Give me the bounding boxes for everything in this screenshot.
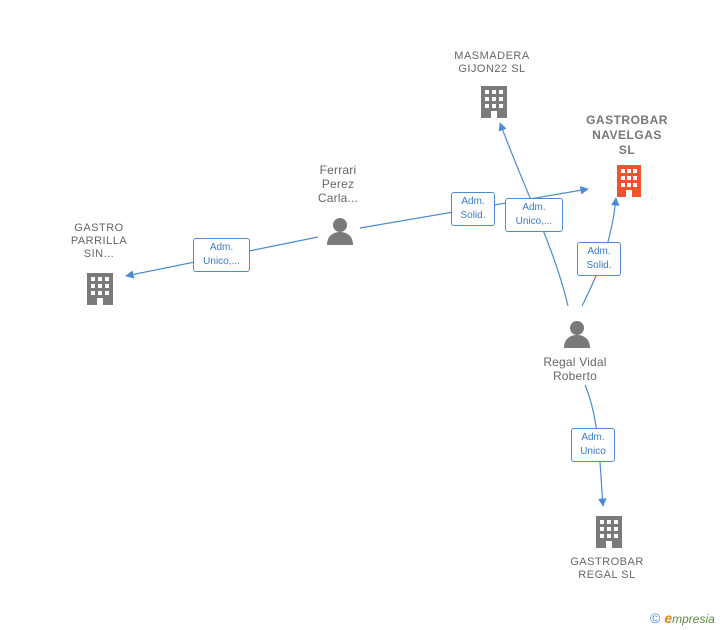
building-icon[interactable] (87, 273, 113, 305)
person-icon[interactable] (564, 321, 590, 348)
node-label-regal-sl[interactable]: GASTROBAR REGAL SL (570, 556, 644, 581)
node-label-ferrari[interactable]: Ferrari Perez Carla... (317, 163, 359, 205)
building-icon[interactable] (481, 86, 507, 118)
edge-label-ferrari-parrilla[interactable]: Adm. Unico,... (193, 238, 250, 272)
edge-label-regal-masmadera[interactable]: Adm. Unico,... (505, 198, 563, 232)
node-label-regal-vidal[interactable]: Regal Vidal Roberto (543, 355, 607, 383)
brand-logo[interactable]: ©empresia (650, 610, 715, 626)
node-label-navelgas[interactable]: GASTROBAR NAVELGAS SL (586, 113, 668, 157)
node-label-parrilla[interactable]: GASTRO PARRILLA SIN... (70, 222, 128, 260)
edge-label-regal-regalsl[interactable]: Adm. Unico (571, 428, 615, 462)
node-label-masmadera[interactable]: MASMADERA GIJON22 SL (454, 50, 530, 75)
copyright-icon: © (650, 610, 661, 626)
building-icon[interactable] (596, 516, 622, 548)
person-icon[interactable] (327, 218, 353, 245)
edge-label-regal-navelgas[interactable]: Adm. Solid. (577, 242, 621, 276)
building-icon-highlight[interactable] (617, 165, 641, 197)
edge-label-ferrari-navelgas[interactable]: Adm. Solid. (451, 192, 495, 226)
